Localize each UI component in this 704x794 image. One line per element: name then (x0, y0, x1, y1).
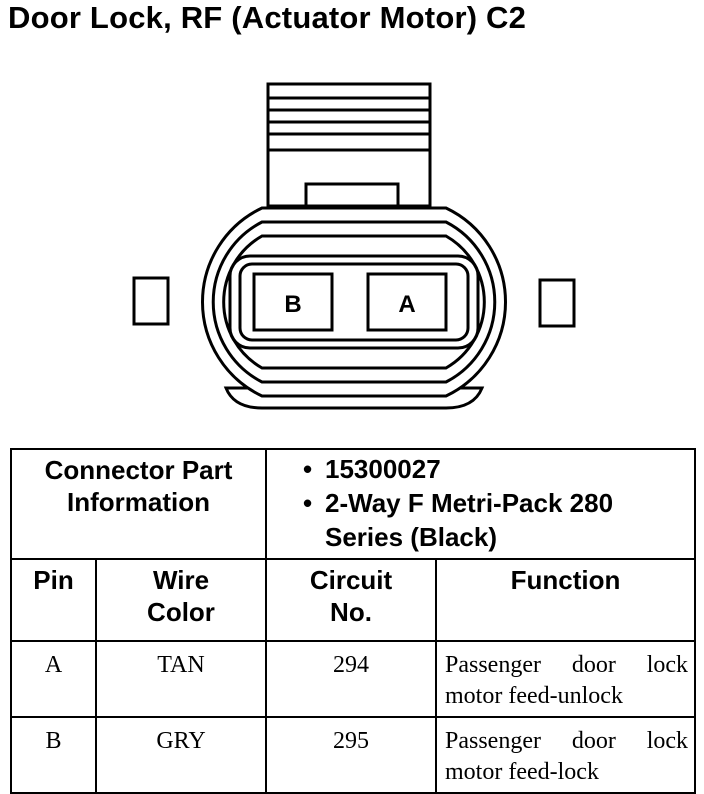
table-row: B GRY 295 Passenger door lock motor feed… (10, 716, 697, 794)
cell-circuit: 294 (265, 640, 437, 718)
connector-diagram: B A (132, 82, 576, 410)
part-number: 15300027 (325, 454, 441, 484)
bullet: • (303, 454, 313, 484)
part-info-item: • 15300027 (303, 452, 694, 486)
header-row: Pin Wire Color Circuit No. Function (10, 558, 697, 642)
cell-wire-color: GRY (95, 716, 267, 794)
header-line: No. (330, 597, 372, 627)
pin-label-a: A (398, 291, 415, 318)
part-info-item: • 2-Way F Metri-Pack 280 Series (Black) (303, 486, 694, 554)
header-line: Wire (152, 565, 210, 595)
cell-wire-color: TAN (95, 640, 267, 718)
header-function: Function (434, 558, 697, 642)
part-description: 2-Way F Metri-Pack 280 Series (Black) (325, 486, 613, 554)
cell-function: Passenger door lock motor feed-unlock (434, 640, 697, 718)
part-info-list: • 15300027 • 2-Way F Metri-Pack 280 Seri… (264, 448, 697, 560)
cell-circuit: 295 (265, 716, 437, 794)
pin-cavity-b (252, 272, 334, 332)
pin-label-b: B (284, 291, 301, 318)
page-title: Door Lock, RF (Actuator Motor) C2 (8, 0, 527, 35)
part-description-line: 2-Way F Metri-Pack 280 (325, 488, 614, 518)
part-info-row: Connector Part Information • 15300027 • … (10, 448, 697, 560)
pin-cavity-a (366, 272, 448, 332)
pin-housing (228, 254, 480, 350)
header-wire-color: Wire Color (95, 558, 267, 642)
header-line: Circuit (309, 565, 393, 595)
cell-pin: B (10, 716, 97, 794)
cell-function: Passenger door lock motor feed-lock (434, 716, 697, 794)
header-line: Color (147, 597, 215, 627)
part-description-line: Series (Black) (325, 522, 497, 552)
connector-info-table: Connector Part Information • 15300027 • … (10, 448, 697, 794)
connector-ear-right (538, 278, 576, 328)
header-circuit: Circuit No. (265, 558, 437, 642)
bullet: • (303, 488, 313, 518)
cell-pin: A (10, 640, 97, 718)
part-info-label-line: Information (67, 487, 210, 517)
connector-ear-left (132, 276, 170, 326)
header-pin: Pin (10, 558, 97, 642)
part-info-label: Connector Part Information (10, 448, 267, 560)
table-row: A TAN 294 Passenger door lock motor feed… (10, 640, 697, 718)
part-info-label-line: Connector Part (44, 455, 233, 485)
